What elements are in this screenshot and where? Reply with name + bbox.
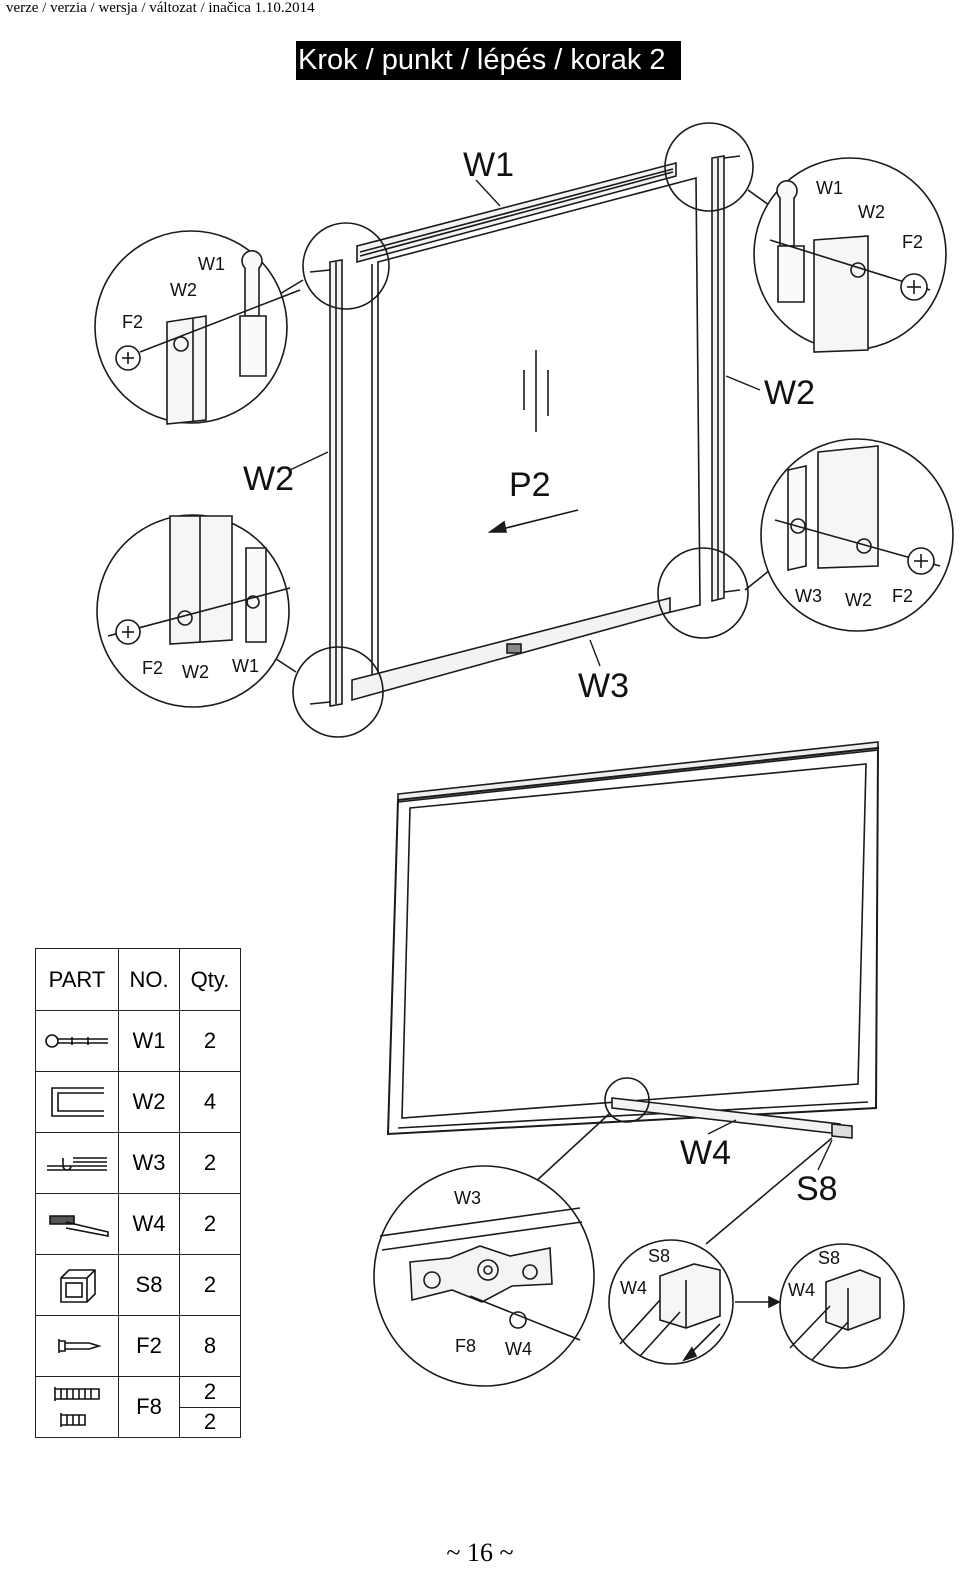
- inset-tr-w1: W1: [816, 178, 843, 198]
- joint-circle-bottom-right: [657, 547, 749, 639]
- joint-circle-top-right: [664, 122, 754, 212]
- channel-profile-icon: [51, 1087, 104, 1117]
- bolt-icon: [54, 1387, 100, 1427]
- inset-hinge-f8: F8: [455, 1336, 476, 1356]
- inset-hinge-w4: W4: [505, 1339, 532, 1359]
- part-qty: 4: [179, 1071, 241, 1133]
- part-no: S8: [118, 1254, 180, 1316]
- version-header: verze / verzia / wersja / változat / ina…: [6, 0, 315, 16]
- inset-bottom-right: [760, 438, 954, 632]
- part-no: W1: [118, 1010, 180, 1072]
- inset-cap-before: [608, 1239, 781, 1365]
- inset-cap1-w4: W4: [620, 1278, 647, 1298]
- part-qty: 8: [179, 1315, 241, 1377]
- inset-bl-w2: W2: [182, 662, 209, 682]
- inset-bl-f2: F2: [142, 658, 163, 678]
- inset-tr-w2: W2: [858, 202, 885, 222]
- inset-tr-f2: F2: [902, 232, 923, 252]
- inset-cap1-s8: S8: [648, 1246, 670, 1266]
- inset-hinge: [373, 1165, 595, 1387]
- part-qty: 2: [179, 1132, 241, 1194]
- part-qty-b: 2: [203, 1409, 217, 1435]
- header-no: NO.: [118, 948, 180, 1011]
- inset-cap2-s8: S8: [818, 1248, 840, 1268]
- inset-tl-f2: F2: [122, 312, 143, 332]
- table-row: W3 2: [35, 1132, 241, 1194]
- inset-br-w2: W2: [845, 590, 872, 610]
- label-p2: P2: [509, 466, 551, 504]
- part-qty: 2: [179, 1193, 241, 1255]
- table-row: W1 2: [35, 1010, 241, 1072]
- label-s8: S8: [796, 1170, 838, 1208]
- parts-table: PART NO. Qty. W1 2 W2 4 W3 2 W4 2 S8: [35, 948, 241, 1438]
- inset-br-f2: F2: [892, 586, 913, 606]
- table-row: W4 2: [35, 1193, 241, 1255]
- joint-circle-top-left: [302, 222, 390, 310]
- joint-circle-bottom-left: [292, 646, 384, 738]
- header-part: PART: [35, 948, 119, 1011]
- end-cap-icon: [60, 1269, 96, 1303]
- inset-cap2-w4: W4: [788, 1280, 815, 1300]
- part-qty-a: 2: [180, 1377, 240, 1408]
- table-row: W2 4: [35, 1071, 241, 1133]
- label-w2-right: W2: [764, 374, 815, 412]
- step-title: Krok / punkt / lépés / korak 2: [296, 41, 681, 80]
- inset-cap-after: [779, 1243, 905, 1369]
- bottom-rail-icon: [47, 1157, 107, 1171]
- part-no: W4: [118, 1193, 180, 1255]
- part-qty: 2: [179, 1254, 241, 1316]
- inset-top-left: [94, 230, 301, 425]
- stabilizer-bar-icon: [49, 1215, 109, 1237]
- part-no: F2: [118, 1315, 180, 1377]
- inset-bottom-left: [96, 514, 291, 708]
- label-w1-top: W1: [463, 146, 514, 184]
- label-w2-left: W2: [243, 460, 294, 498]
- table-row: S8 2: [35, 1254, 241, 1316]
- page-number: ~ 16 ~: [446, 1538, 514, 1567]
- label-w3-bottom: W3: [578, 667, 629, 705]
- screw-icon: [58, 1339, 102, 1353]
- part-qty: 2: [179, 1010, 241, 1072]
- upper-door-frame: [309, 155, 741, 707]
- inset-br-w3: W3: [795, 586, 822, 606]
- table-row: F2 8: [35, 1315, 241, 1377]
- inset-hinge-w3: W3: [454, 1188, 481, 1208]
- part-no: W2: [118, 1071, 180, 1133]
- part-no: F8: [118, 1376, 180, 1438]
- part-no: W3: [118, 1132, 180, 1194]
- inset-tl-w1: W1: [198, 254, 225, 274]
- clip-icon: [45, 1034, 108, 1048]
- inset-tl-w2: W2: [170, 280, 197, 300]
- inset-bl-w1: W1: [232, 656, 259, 676]
- inset-top-right: [753, 157, 947, 353]
- label-w4: W4: [680, 1134, 731, 1172]
- header-qty: Qty.: [179, 948, 241, 1011]
- lower-door-frame: [386, 741, 880, 1245]
